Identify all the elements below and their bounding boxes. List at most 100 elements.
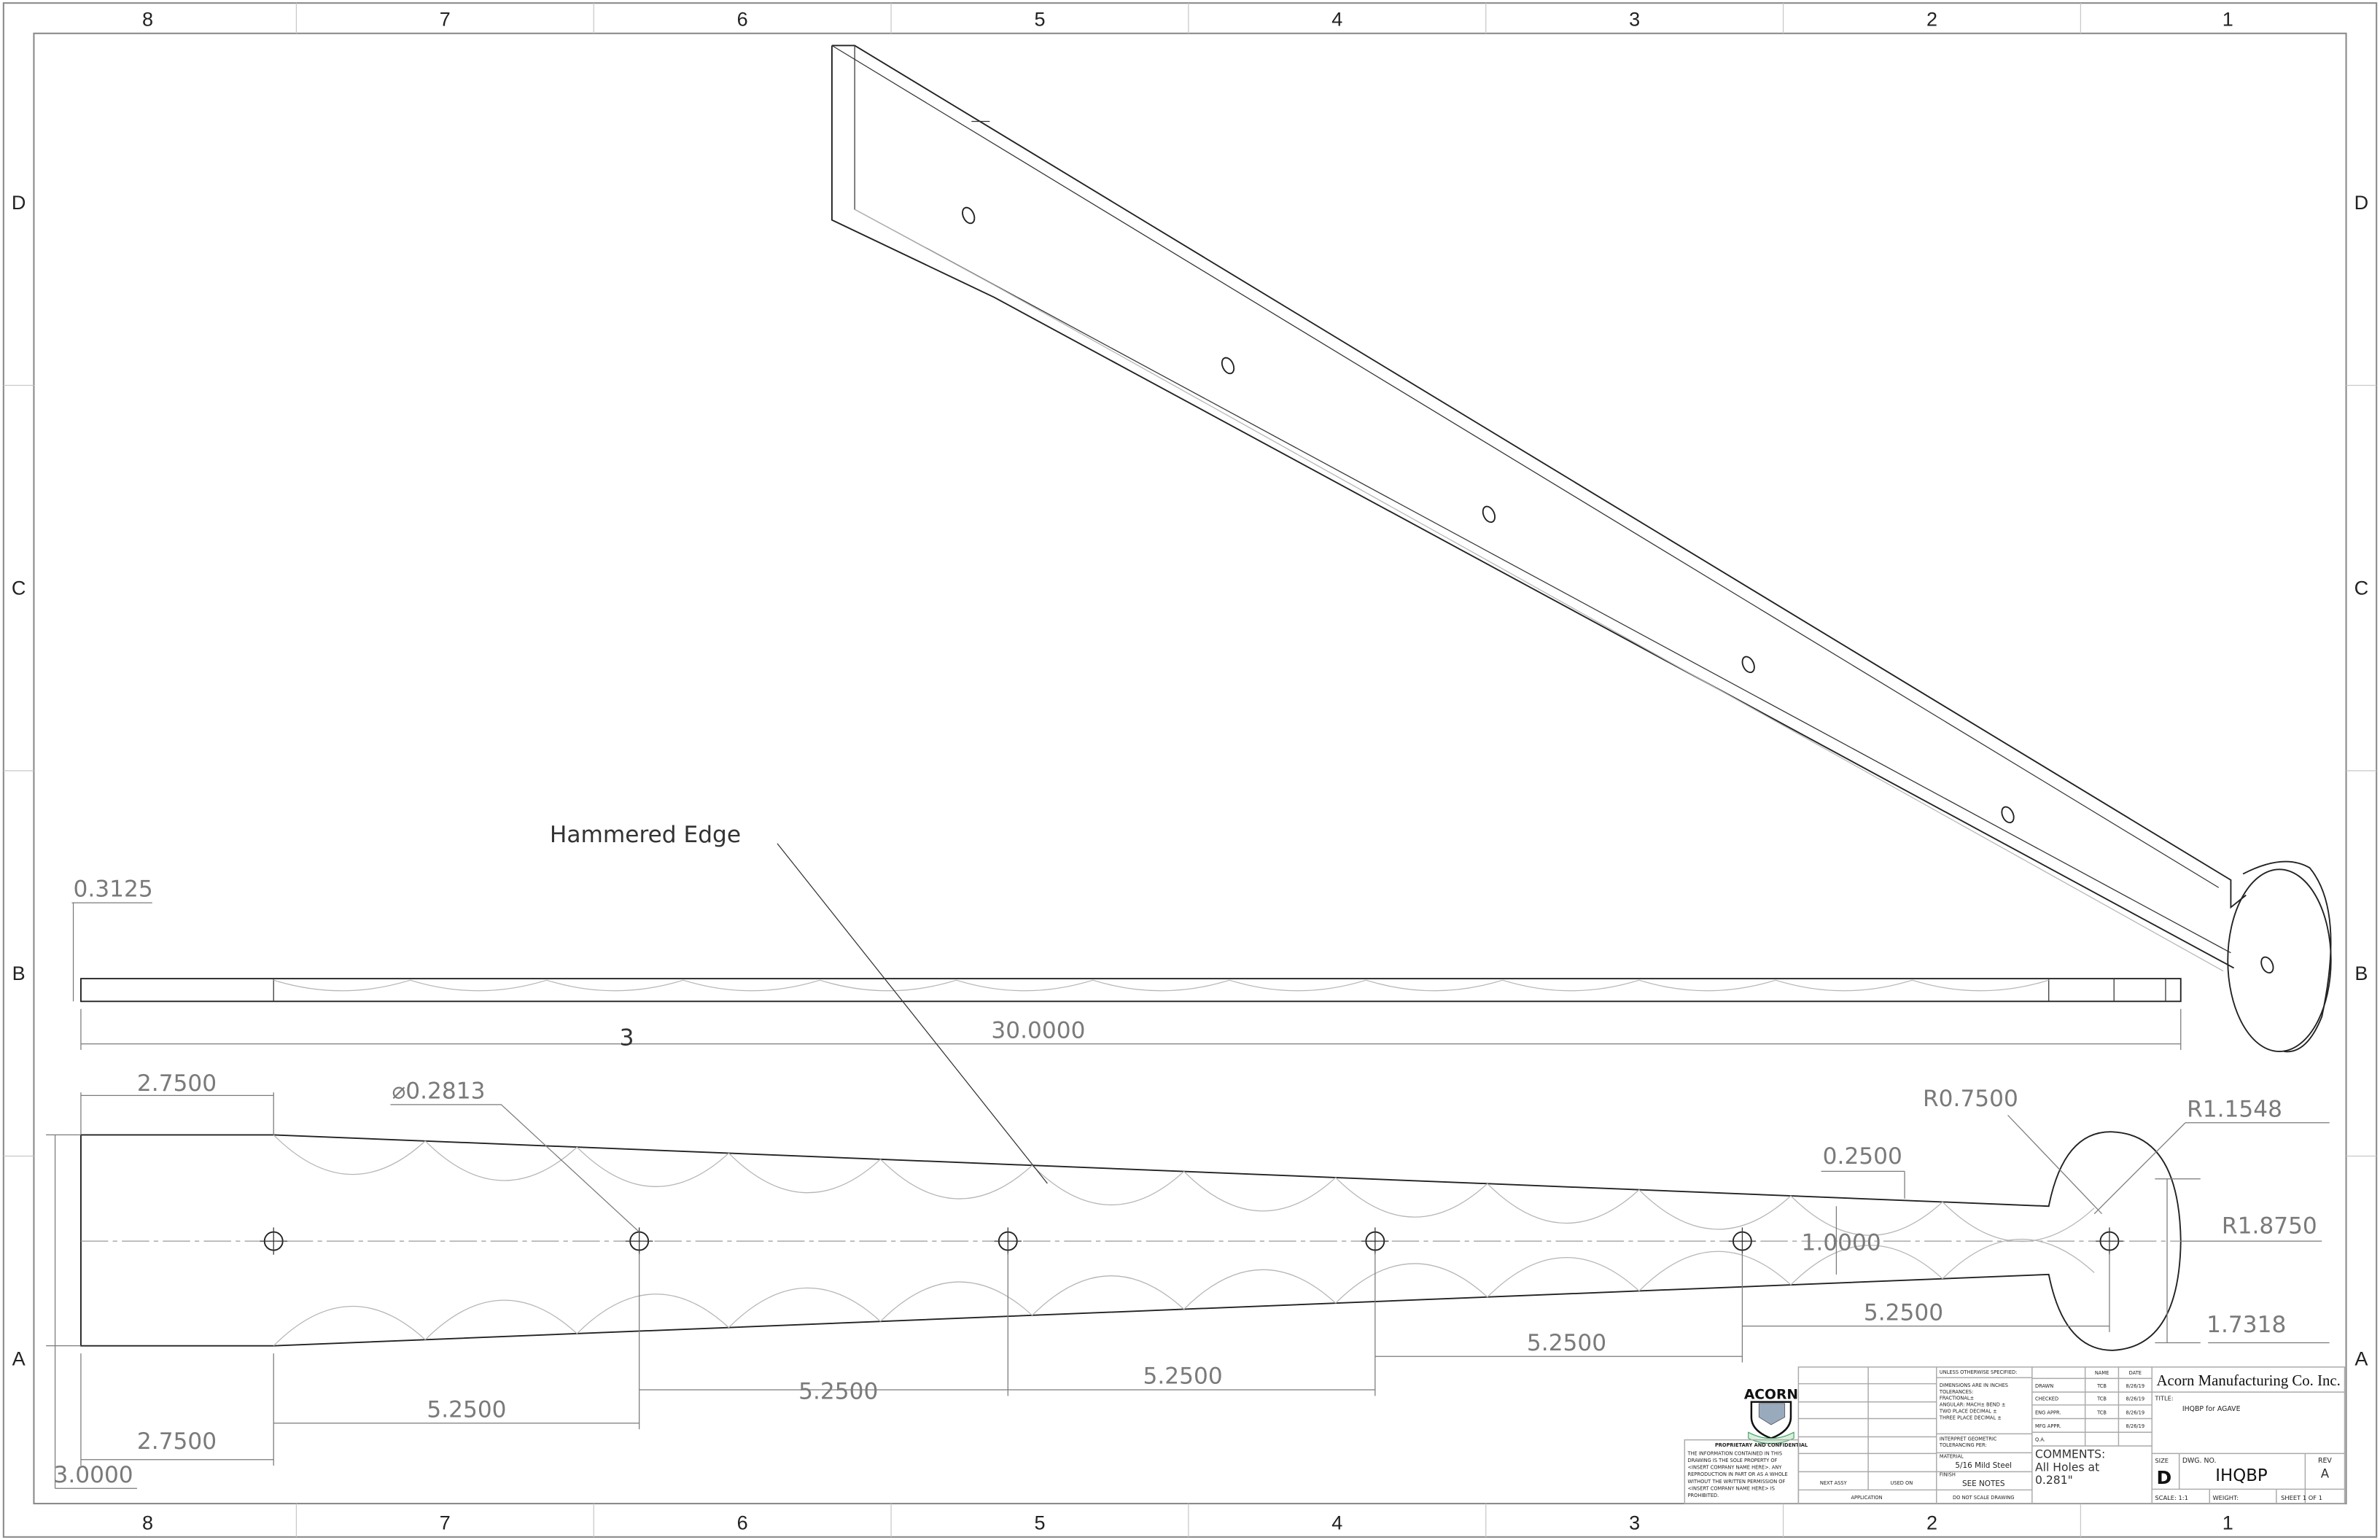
top-dimension-lines	[46, 1092, 2330, 1489]
hammered-scallop	[728, 1287, 881, 1329]
hammered-scallop	[424, 1140, 578, 1181]
tolerance-line: FRACTIONAL±	[1940, 1396, 1974, 1401]
application-label: APPLICATION	[1851, 1495, 1882, 1501]
dim-r-small: R0.7500	[1923, 1086, 2018, 1112]
approval-name: TCB	[2096, 1409, 2107, 1415]
side-scallop	[546, 979, 684, 992]
approval-label: Q.A.	[2035, 1437, 2045, 1443]
iso-hammered-edge	[854, 209, 2224, 972]
approval-label: ENG APPR.	[2035, 1409, 2061, 1415]
scale-label: SCALE: 1:1	[2155, 1494, 2188, 1501]
proprietary-line: PROHIBITED.	[1687, 1493, 1719, 1498]
hammered-scallop	[1335, 1263, 1488, 1304]
hole-center-mark	[994, 1227, 1022, 1255]
dim-r-mid: R1.1548	[2187, 1096, 2282, 1122]
proprietary-line: WITHOUT THE WRITTEN PERMISSION OF	[1687, 1479, 1785, 1485]
tolerance-line: TOLERANCES:	[1939, 1389, 1973, 1395]
approval-name: TCB	[2096, 1383, 2107, 1389]
hammered-scallop	[728, 1153, 881, 1194]
approval-label: MFG APPR.	[2035, 1423, 2061, 1429]
side-view: 0.3125 30.0000 3	[71, 876, 2182, 1051]
proprietary-line: THE INFORMATION CONTAINED IN THIS	[1687, 1450, 1782, 1456]
side-scallop	[820, 979, 957, 992]
approval-date: 8/26/19	[2126, 1383, 2145, 1389]
iso-back-edge	[831, 44, 2220, 888]
approval-date: 8/26/19	[2126, 1396, 2145, 1402]
finish-value: SEE NOTES	[1962, 1479, 2005, 1488]
date-header: DATE	[2129, 1370, 2142, 1376]
interpret-line-2: TOLERANCING PER:	[1939, 1442, 1987, 1448]
hammered-scallop	[1638, 1251, 1792, 1291]
sheet-label: SHEET 1 OF 1	[2281, 1494, 2322, 1501]
zone-column-top: 1	[2222, 8, 2233, 30]
zone-column-top: 3	[1629, 8, 1640, 30]
approval-label: CHECKED	[2035, 1396, 2058, 1402]
dwg-no-label: DWG. NO.	[2182, 1457, 2217, 1465]
hole-center-mark	[260, 1227, 287, 1255]
unless-specified-label: UNLESS OTHERWISE SPECIFIED:	[1940, 1369, 2017, 1375]
zone-row-left: D	[12, 192, 26, 214]
hole-center-mark	[1361, 1227, 1389, 1255]
material-label: MATERIAL	[1940, 1454, 1964, 1460]
dim-r-disc: R1.8750	[2222, 1213, 2317, 1240]
hammered-scallop	[576, 1294, 729, 1334]
side-scallop	[273, 979, 411, 992]
length-dimension: 30.0000	[991, 1017, 1085, 1043]
callout-leader	[777, 843, 1048, 1184]
proprietary-line: REPRODUCTION IN PART OR AS A WHOLE	[1687, 1471, 1787, 1477]
hammered-scallop	[880, 1159, 1033, 1199]
iso-hole	[1482, 505, 1496, 524]
tolerance-line: THREE PLACE DECIMAL ±	[1939, 1415, 2002, 1421]
top-view: Hammered Edge 2.7500 ⌀0.2813 R0.7500 R1.…	[46, 822, 2330, 1489]
side-scallop	[682, 979, 820, 992]
hammered-scallop	[880, 1281, 1033, 1322]
name-header: NAME	[2095, 1370, 2109, 1376]
zone-row-right: A	[2354, 1348, 2368, 1370]
side-scallop	[1366, 979, 1503, 992]
dim-spacing-4: 5.2500	[1527, 1330, 1606, 1356]
side-dimension-lines	[71, 902, 2182, 1050]
dim-hole-diameter: ⌀0.2813	[392, 1078, 486, 1104]
dim-disc-chord: 1.7318	[2206, 1312, 2286, 1338]
tolerance-line: DIMENSIONS ARE IN INCHES	[1940, 1382, 2008, 1388]
hammered-scallop	[1183, 1171, 1337, 1212]
hammered-scallop	[1032, 1275, 1185, 1316]
dim-spacing-1: 5.2500	[427, 1396, 506, 1423]
hammered-scallop	[1790, 1245, 1943, 1286]
zone-column-bottom: 7	[440, 1512, 451, 1533]
dim-neck-offset: 0.2500	[1823, 1143, 1902, 1170]
title-block-grid	[1798, 1366, 2345, 1504]
dim-neck-width: 1.0000	[1802, 1230, 1881, 1256]
zone-column-top: 8	[142, 8, 153, 30]
dim-end-length-bottom: 2.7500	[137, 1428, 217, 1455]
logo-crest	[1758, 1403, 1786, 1426]
zone-column-top: 5	[1034, 8, 1045, 30]
dim-end-length-top: 2.7500	[137, 1070, 217, 1097]
side-scallop	[1912, 979, 2049, 992]
side-scallop	[1775, 979, 1913, 992]
side-profile	[80, 978, 2182, 1003]
tolerance-line: ANGULAR: MACH± BEND ±	[1940, 1402, 2006, 1408]
hammered-scallop	[424, 1299, 578, 1340]
hammered-scallop	[1487, 1183, 1640, 1224]
hammered-scallop	[576, 1146, 729, 1187]
iso-disc-edge	[2242, 860, 2332, 1053]
hammered-scallop	[1942, 1238, 2095, 1280]
approval-date: 8/26/19	[2126, 1423, 2145, 1429]
title-block: ACORN PROPRIETARY AND CONFIDENTIAL THE I…	[1684, 1366, 2346, 1504]
iso-hole	[2260, 956, 2274, 974]
zone-column-top: 7	[440, 8, 451, 30]
rev-label: REV	[2318, 1457, 2332, 1465]
zone-column-bottom: 1	[2222, 1512, 2233, 1533]
side-scallop	[1502, 979, 1640, 992]
approval-name: TCB	[2096, 1396, 2107, 1402]
proprietary-line: <INSERT COMPANY NAME HERE>. ANY	[1687, 1465, 1782, 1471]
stray-label: 3	[620, 1025, 634, 1051]
side-scallop	[410, 979, 547, 992]
thickness-dimension: 0.3125	[74, 876, 153, 903]
zone-row-right: B	[2354, 962, 2368, 984]
hammered-scallop	[1942, 1201, 2095, 1242]
iso-face-edge	[854, 45, 2231, 954]
side-scallop	[956, 979, 1094, 992]
acorn-logo: ACORN	[1744, 1387, 1798, 1444]
